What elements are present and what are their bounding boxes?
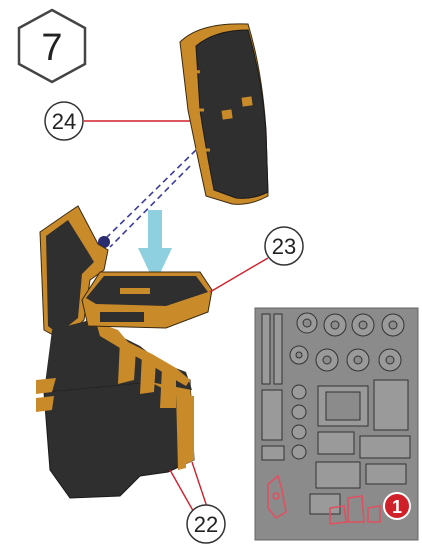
callout-23: 23 (264, 226, 304, 266)
slot (241, 96, 253, 107)
callout-label: 22 (194, 512, 218, 537)
leader-23 (209, 257, 269, 293)
sheet-badge-label: 1 (392, 497, 402, 517)
callout-24: 24 (44, 101, 84, 141)
slot (120, 288, 150, 294)
seat-part (81, 271, 213, 329)
backrest-part (179, 23, 269, 205)
parts-sheet: 1 (254, 307, 419, 541)
slot (221, 109, 233, 120)
step-number: 7 (41, 27, 62, 69)
peg-marker (98, 236, 110, 248)
callout-label: 24 (52, 109, 76, 134)
step-badge: 7 (17, 8, 87, 84)
callout-label: 23 (272, 234, 296, 259)
sheet-badge (383, 492, 411, 520)
hexagon-icon (17, 8, 87, 84)
base-ridges (36, 320, 192, 412)
highlighted-parts (267, 474, 381, 525)
leader-22a (169, 469, 197, 517)
down-arrow-icon (138, 210, 172, 284)
callout-22: 22 (186, 504, 226, 544)
guide-lines (98, 149, 197, 248)
seat-base-assembly (36, 205, 195, 499)
